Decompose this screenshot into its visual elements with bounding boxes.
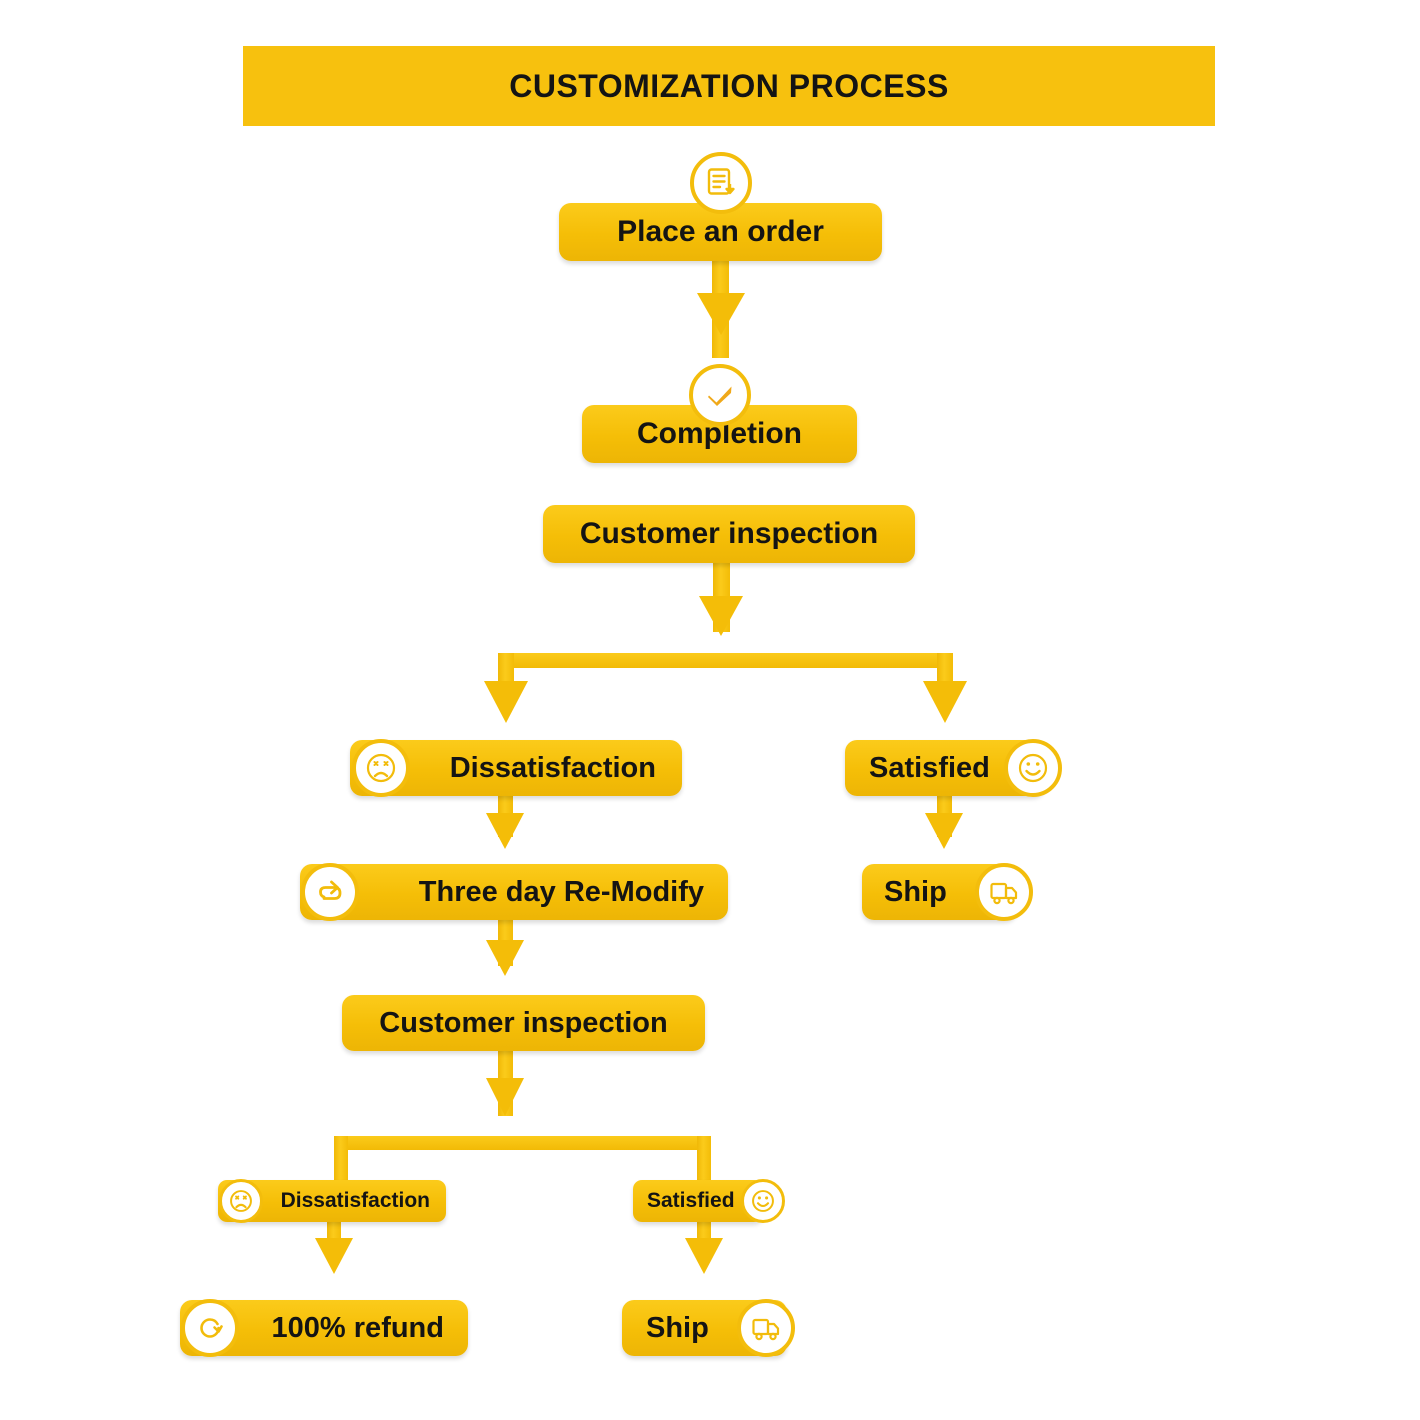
- document-download-icon: [690, 152, 752, 214]
- node-place-an-order[interactable]: Place an order: [559, 203, 882, 261]
- arrowhead-sat1-to-ship1: [925, 813, 963, 849]
- smiley-face-icon: [1004, 739, 1062, 797]
- connector-split2-right-stem: [697, 1136, 711, 1184]
- node-label: Dissatisfaction: [280, 1189, 430, 1212]
- node-label: Customer inspection: [579, 517, 879, 550]
- arrowhead-remodify-to-inspection2: [486, 940, 524, 976]
- node-label: Ship: [884, 875, 947, 908]
- arrowhead-dissat2-to-refund: [315, 1238, 353, 1274]
- arrowhead-place-order-to-completion: [697, 293, 745, 335]
- delivery-truck-icon: [737, 1299, 795, 1357]
- redo-arrow-icon: [301, 863, 359, 921]
- arrowhead-inspection1-down: [699, 596, 743, 636]
- smiley-face-icon: [741, 1179, 785, 1223]
- split-bar-1: [498, 653, 953, 668]
- sad-face-icon: [352, 739, 410, 797]
- node-customer-inspection-2[interactable]: Customer inspection: [342, 995, 705, 1051]
- node-label: Place an order: [617, 215, 824, 248]
- arrowhead-dissat1-to-remodify: [486, 813, 524, 849]
- arrowhead-inspection2-down: [486, 1078, 524, 1116]
- node-label: Three day Re-Modify: [418, 875, 704, 908]
- split-bar-2: [334, 1136, 711, 1150]
- node-label: 100% refund: [271, 1311, 444, 1344]
- arrowhead-split1-left: [484, 681, 528, 723]
- node-three-day-re-modify[interactable]: Three day Re-Modify: [300, 864, 728, 920]
- node-label: Customer inspection: [379, 1006, 668, 1039]
- sad-face-icon: [219, 1179, 263, 1223]
- node-label: Satisfied: [869, 751, 990, 784]
- arrowhead-split1-right: [923, 681, 967, 723]
- check-mark-icon: [689, 364, 751, 426]
- refund-circle-arrow-icon: [181, 1299, 239, 1357]
- connector-split2-left-stem: [334, 1136, 348, 1184]
- delivery-truck-icon: [975, 863, 1033, 921]
- header-banner: CUSTOMIZATION PROCESS: [243, 46, 1215, 126]
- node-label: Dissatisfaction: [449, 751, 656, 784]
- node-label: Ship: [646, 1311, 709, 1344]
- node-label: Satisfied: [647, 1189, 735, 1212]
- node-customer-inspection-1[interactable]: Customer inspection: [543, 505, 915, 563]
- arrowhead-sat2-to-ship2: [685, 1238, 723, 1274]
- page-title: CUSTOMIZATION PROCESS: [509, 67, 949, 104]
